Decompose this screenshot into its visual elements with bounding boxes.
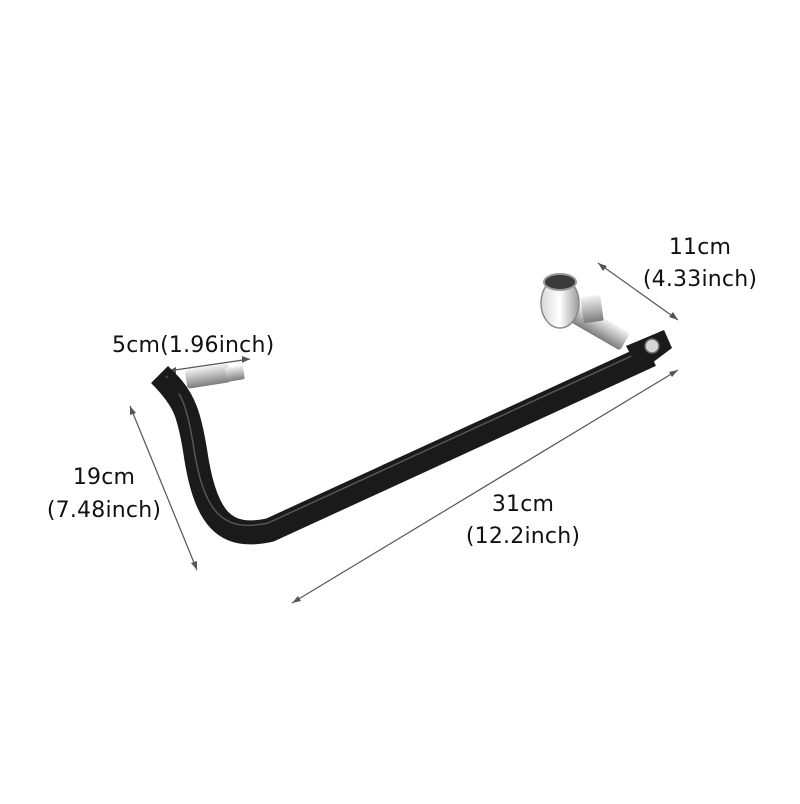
height-dimension-line [129, 405, 198, 571]
length-metric-label: 31cm [491, 492, 555, 517]
dimension-lines [129, 262, 679, 604]
end-bolt [185, 363, 245, 389]
handguard-bar [151, 330, 672, 545]
length-imperial-label: (12.2inch) [465, 524, 581, 549]
clamp-dimension-line [597, 262, 679, 321]
height-imperial-label: (7.48inch) [46, 498, 162, 523]
height-metric-label: 19cm [72, 465, 136, 490]
clamp-width-metric-label: 11cm [668, 235, 732, 260]
end-bolt-dimension-line [167, 358, 251, 372]
length-dimension-line [291, 369, 679, 604]
handlebar-clamp [540, 273, 629, 350]
clamp-width-imperial-label: (4.33inch) [642, 267, 758, 292]
end-bolt-label: 5cm(1.96inch) [112, 333, 275, 358]
